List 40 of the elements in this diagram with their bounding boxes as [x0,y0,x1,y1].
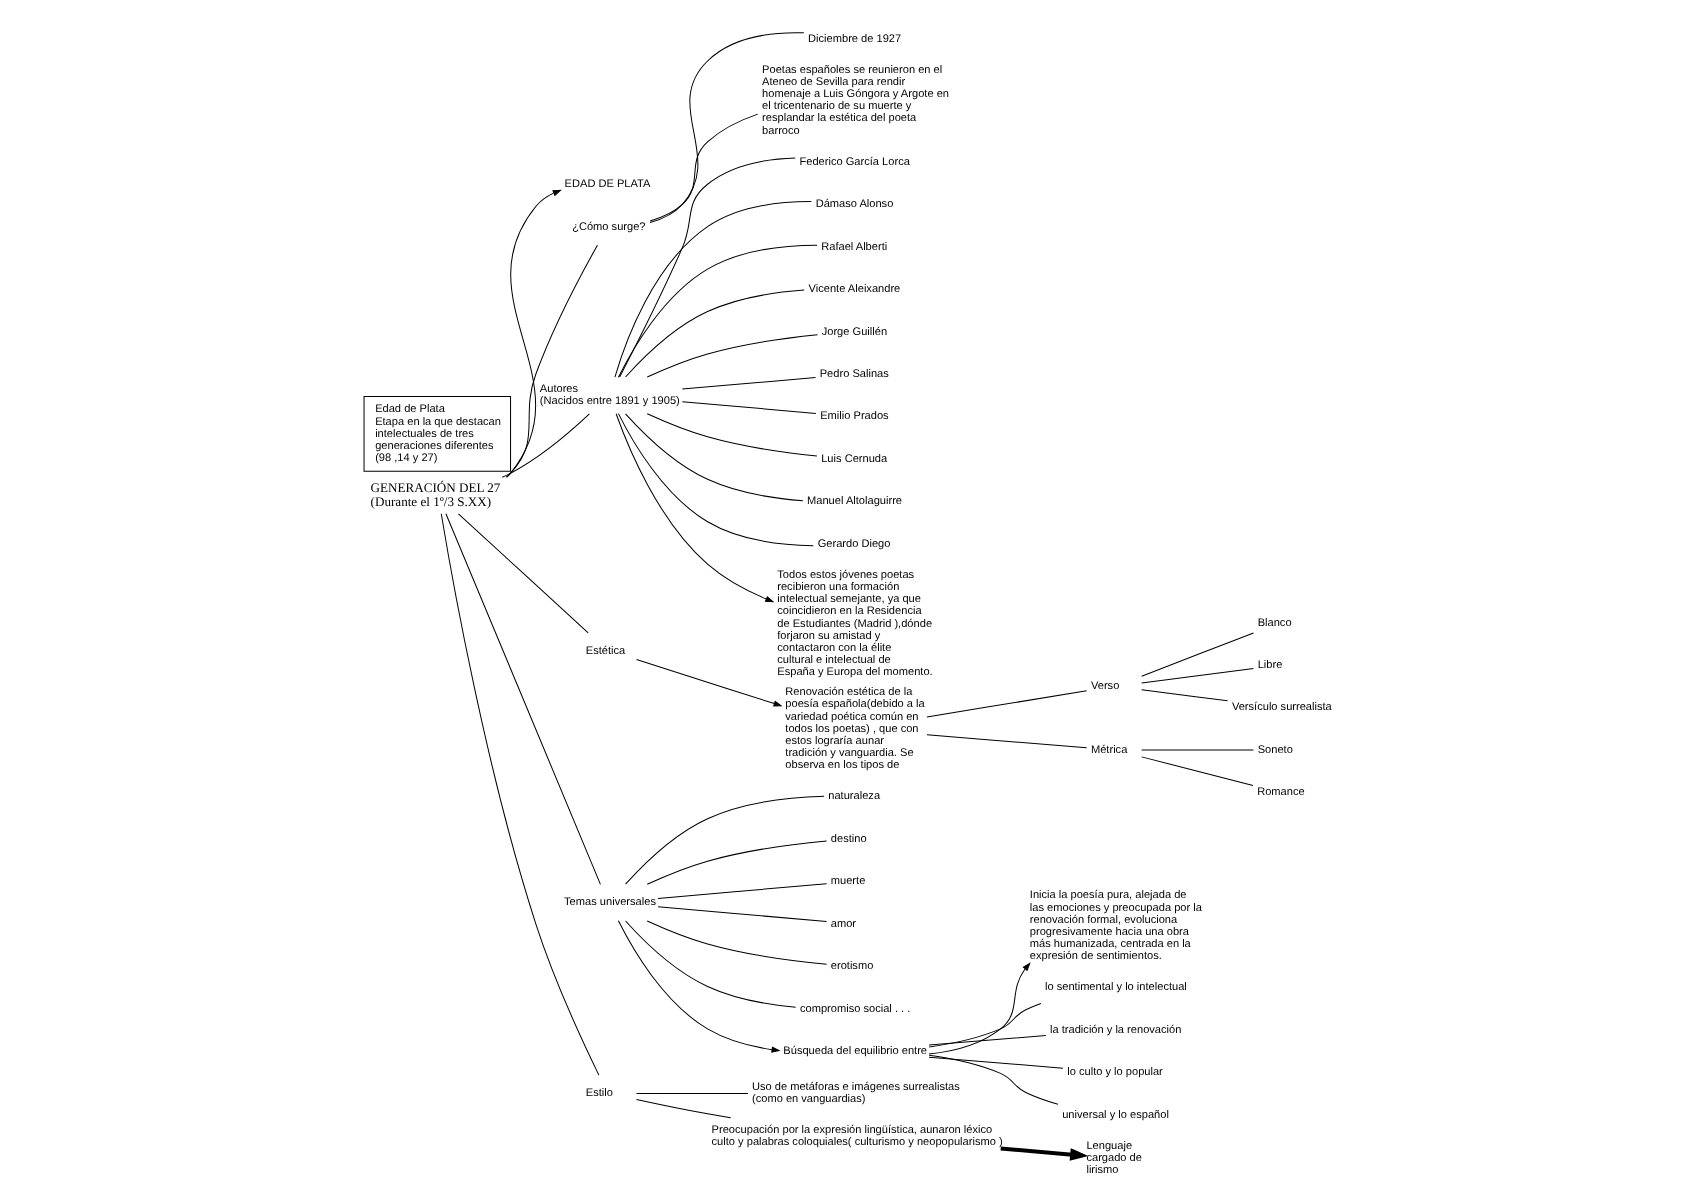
connector [504,244,597,478]
connector [624,795,824,885]
connector [1140,689,1228,702]
arrow [999,1146,1088,1161]
connector [616,244,817,378]
connector [439,513,599,1076]
connector [444,513,600,885]
connector [648,113,758,222]
connector [645,840,827,885]
connector [624,920,796,1008]
arrow [616,920,780,1053]
connector [925,690,1087,718]
connector [645,413,817,457]
connector [927,1054,1058,1105]
arrow [614,413,774,603]
connector [680,376,816,390]
connector [925,734,1087,749]
connector [634,1098,731,1119]
connector [648,32,804,223]
connector [645,920,827,965]
connector [500,413,589,478]
arrow [635,659,782,707]
connector [1140,632,1254,677]
connector [645,334,818,378]
connector [616,413,813,547]
arrow [927,962,1030,1055]
connector [680,401,816,414]
connector [1140,756,1253,787]
connector [456,513,588,634]
connector [624,289,804,378]
connector [927,1034,1046,1046]
connector [1140,668,1254,684]
connector [927,1002,1041,1048]
connector [613,201,811,378]
connector [656,883,827,899]
connector [927,1056,1063,1069]
connector [624,413,803,502]
connector [618,157,795,378]
connector [635,1093,748,1095]
connector [656,906,827,922]
